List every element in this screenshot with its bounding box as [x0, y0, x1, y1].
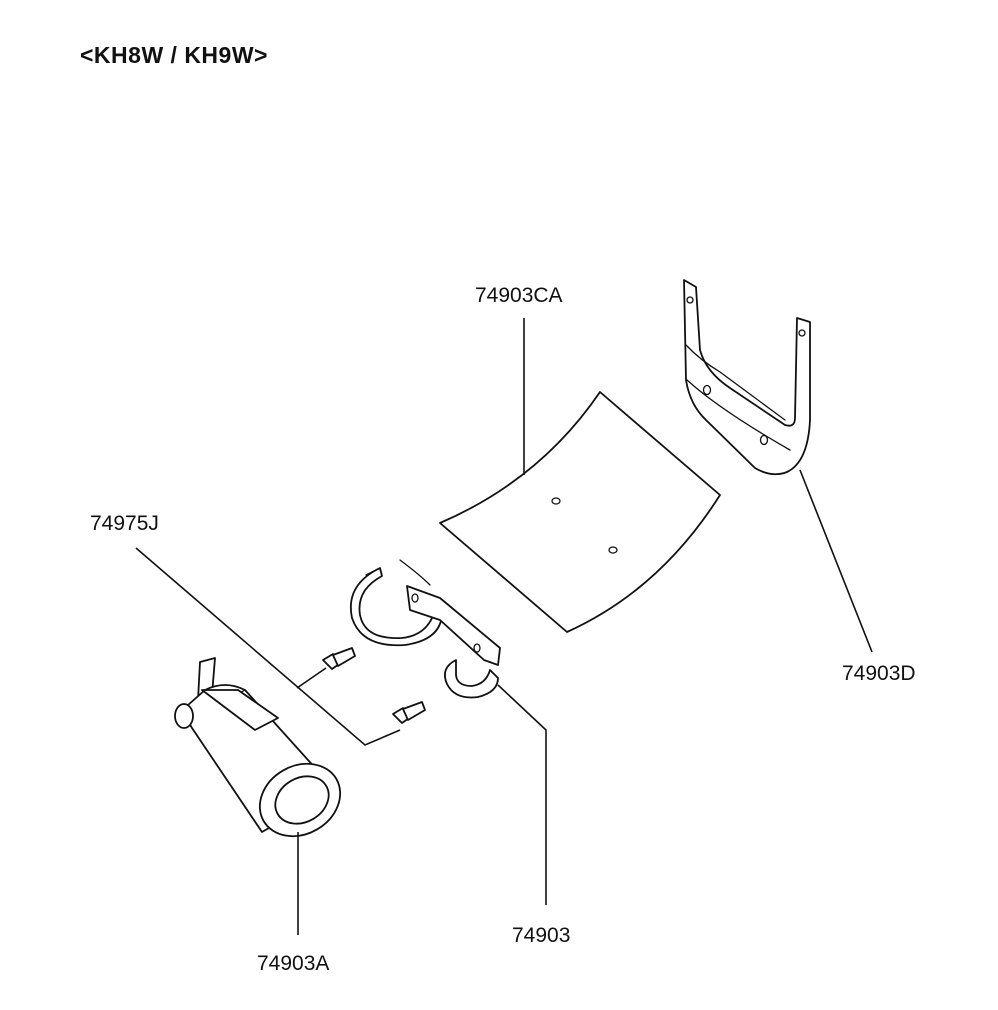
- leader-line-74975J-upper: [296, 667, 327, 689]
- heat-shield-part[interactable]: [439, 391, 721, 633]
- callout-74903D[interactable]: 74903D: [842, 662, 916, 685]
- diagram-title: <KH8W / KH9W>: [80, 42, 268, 68]
- hanger-bracket-part[interactable]: [683, 279, 811, 476]
- leader-line-74975J: [135, 547, 401, 746]
- leader-line-74903: [497, 684, 547, 905]
- callout-74903CA[interactable]: 74903CA: [475, 284, 563, 307]
- callout-74903A[interactable]: 74903A: [257, 952, 329, 975]
- bolt-upper[interactable]: [322, 647, 356, 670]
- callout-74975J[interactable]: 74975J: [90, 512, 159, 535]
- muffler-body-part[interactable]: [174, 657, 353, 850]
- clamp-bracket-part[interactable]: [406, 585, 501, 699]
- callout-74903[interactable]: 74903: [512, 924, 570, 947]
- bolt-lower[interactable]: [392, 701, 426, 724]
- leader-line-74903D: [799, 469, 873, 653]
